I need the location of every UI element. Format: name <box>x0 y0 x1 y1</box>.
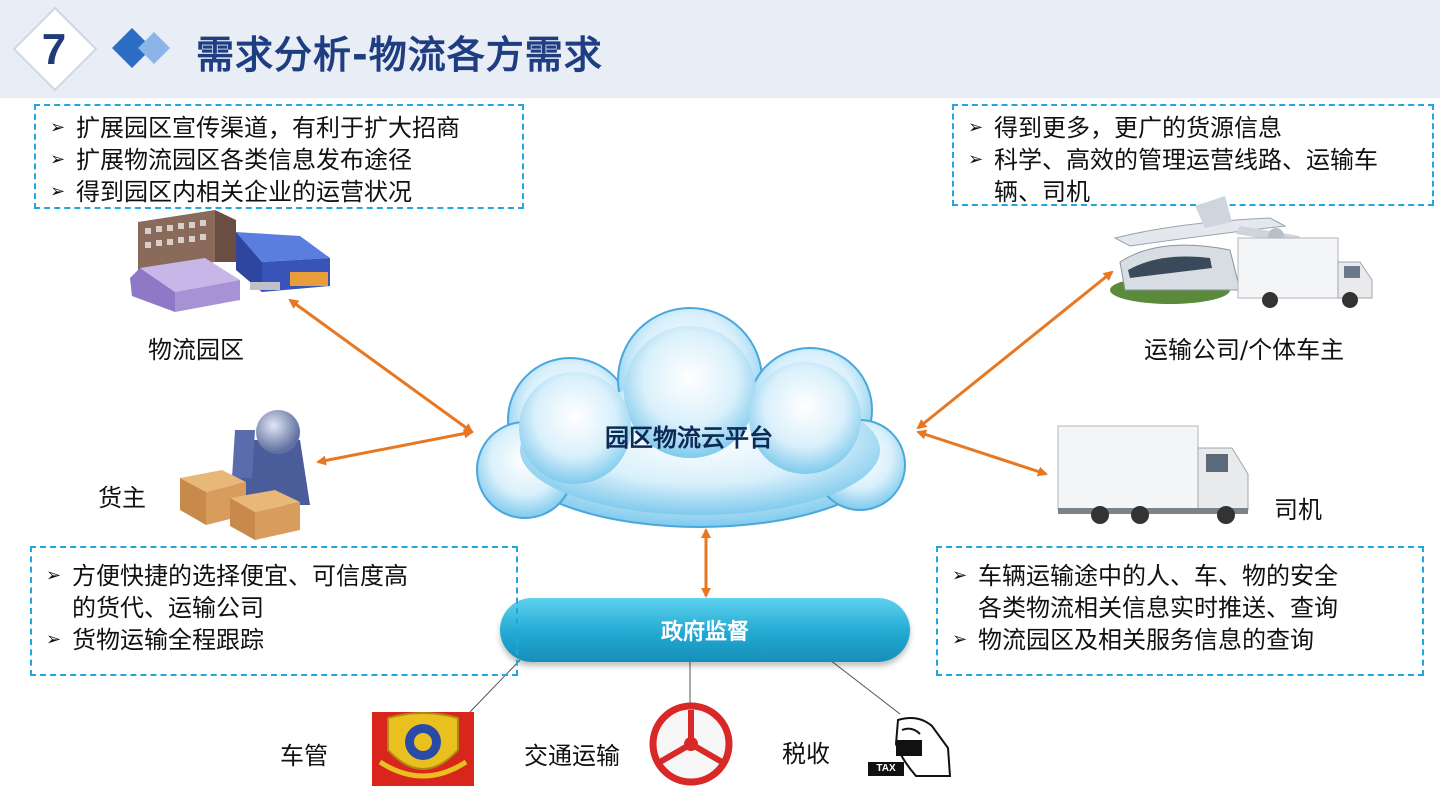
arrow-bullet-icon: ➢ <box>46 629 62 650</box>
label-vehicle-admin: 车管 <box>280 742 328 770</box>
arrow-bullet-icon: ➢ <box>50 117 66 138</box>
line-gov-tax <box>829 659 901 715</box>
note-transport-item-cont: 辆、司机 <box>994 178 1090 206</box>
arrow-shipper-cloud <box>316 428 474 466</box>
note-transport-item: ➢科学、高效的管理运营线路、运输车 <box>968 146 1378 174</box>
label-driver: 司机 <box>1274 496 1322 524</box>
note-park-item: ➢扩展物流园区各类信息发布途径 <box>50 146 412 174</box>
arrow-bullet-icon: ➢ <box>50 149 66 170</box>
page-title: 需求分析-物流各方需求 <box>196 33 603 77</box>
note-driver: ➢车辆运输途中的人、车、物的安全 各类物流相关信息实时推送、查询 ➢物流园区及相… <box>936 546 1424 676</box>
note-park-item: ➢得到园区内相关企业的运营状况 <box>50 178 412 206</box>
label-transport-company: 运输公司/个体车主 <box>1144 336 1345 364</box>
header-decoration <box>12 6 170 92</box>
note-shipper-item: ➢货物运输全程跟踪 <box>46 626 264 654</box>
note-park-item: ➢扩展园区宣传渠道，有利于扩大招商 <box>50 114 460 142</box>
gov-supervision-node: 政府监督 <box>500 598 910 662</box>
arrow-park-cloud <box>288 298 474 434</box>
note-park: ➢扩展园区宣传渠道，有利于扩大招商 ➢扩展物流园区各类信息发布途径 ➢得到园区内… <box>34 104 524 209</box>
arrow-bullet-icon: ➢ <box>952 629 968 650</box>
label-shipper: 货主 <box>98 484 146 512</box>
arrow-cloud-driver <box>916 429 1048 477</box>
number-diamond-shape <box>12 6 98 92</box>
label-logistics-park: 物流园区 <box>148 336 244 364</box>
arrow-cloud-transport <box>916 270 1114 430</box>
note-driver-item-cont: 各类物流相关信息实时推送、查询 <box>978 594 1338 622</box>
arrow-bullet-icon: ➢ <box>968 149 984 170</box>
note-transport-item: ➢得到更多，更广的货源信息 <box>968 114 1282 142</box>
arrow-bullet-icon: ➢ <box>50 181 66 202</box>
label-traffic: 交通运输 <box>524 742 620 770</box>
label-tax: 税收 <box>782 740 830 768</box>
cloud-platform-label: 园区物流云平台 <box>605 424 773 452</box>
arrow-bullet-icon: ➢ <box>46 565 62 586</box>
arrow-bullet-icon: ➢ <box>952 565 968 586</box>
line-gov-vehicle-admin <box>469 659 521 713</box>
arrow-bullet-icon: ➢ <box>968 117 984 138</box>
note-shipper: ➢方便快捷的选择便宜、可信度高 的货代、运输公司 ➢货物运输全程跟踪 <box>30 546 518 676</box>
diamond-icon <box>112 28 152 68</box>
note-shipper-item: ➢方便快捷的选择便宜、可信度高 <box>46 562 408 590</box>
diamond-icon-light <box>138 32 170 64</box>
note-driver-item: ➢物流园区及相关服务信息的查询 <box>952 626 1314 654</box>
note-transport: ➢得到更多，更广的货源信息 ➢科学、高效的管理运营线路、运输车 辆、司机 <box>952 104 1434 206</box>
note-shipper-item-cont: 的货代、运输公司 <box>72 594 264 622</box>
gov-supervision-label: 政府监督 <box>660 620 749 645</box>
header-bar: 7 需求分析-物流各方需求 <box>0 0 1440 98</box>
note-driver-item: ➢车辆运输途中的人、车、物的安全 <box>952 562 1338 590</box>
tax-stamp-text: TAX <box>876 763 896 774</box>
section-number: 7 <box>41 25 67 74</box>
